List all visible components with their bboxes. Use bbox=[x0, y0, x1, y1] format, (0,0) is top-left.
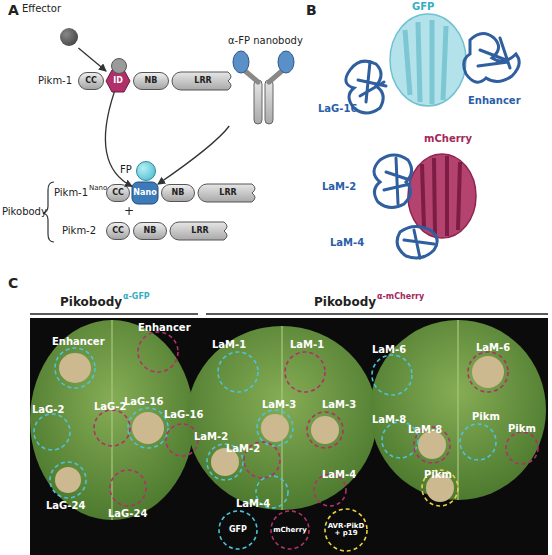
text-label: GFP bbox=[412, 2, 434, 12]
text-label: LaM-4 bbox=[236, 499, 270, 509]
infiltration-circle bbox=[34, 332, 538, 551]
domain-box: NB bbox=[133, 222, 167, 240]
fluorescent-protein: FP bbox=[120, 160, 162, 180]
text-label: Enhancer bbox=[138, 323, 191, 333]
text-label: Enhancer bbox=[468, 96, 521, 106]
node-label: NB bbox=[144, 227, 157, 235]
text-label: LaM-4 bbox=[330, 238, 364, 248]
node-label: CC bbox=[112, 189, 124, 197]
text-label: LaG-2 bbox=[94, 402, 126, 412]
domain-box: CC bbox=[106, 222, 130, 240]
domain-box: NB bbox=[161, 184, 195, 202]
text-label: Enhancer bbox=[52, 337, 105, 347]
domain-box: CC bbox=[106, 184, 130, 202]
lrr-domain: LRR bbox=[172, 72, 234, 90]
text-label: Pikm-2 bbox=[62, 226, 96, 236]
node-label: CC bbox=[112, 227, 124, 235]
text-label: LaM-3 bbox=[322, 400, 356, 410]
text-label: Pikobody bbox=[2, 207, 47, 217]
lrr-domain: LRR bbox=[198, 184, 258, 202]
effector: Effector bbox=[22, 4, 82, 48]
node-label: ID bbox=[113, 77, 123, 85]
superscript: Nano bbox=[89, 185, 107, 192]
header-rule bbox=[206, 313, 548, 315]
text-label: LaG-16 bbox=[164, 410, 203, 420]
domain-box: NB bbox=[133, 72, 169, 90]
text-label: LaM-2 bbox=[322, 182, 356, 192]
photo-background bbox=[30, 318, 548, 555]
text-label: Pikm-1 bbox=[54, 188, 88, 198]
panel-letter: A bbox=[8, 3, 19, 17]
nanobody: α-FP nanobody bbox=[228, 36, 298, 126]
text-label: + bbox=[124, 205, 134, 217]
text-label: LaM-1 bbox=[290, 340, 324, 350]
panel-letter: B bbox=[306, 3, 317, 17]
text-label: LaM-3 bbox=[262, 400, 296, 410]
text-label: LaM-8 bbox=[372, 415, 406, 425]
node-label: Effector bbox=[22, 4, 82, 14]
cell-death-patch bbox=[55, 353, 504, 502]
legend-text: GFP bbox=[220, 526, 256, 534]
text-label: LaG-24 bbox=[108, 509, 147, 519]
connector-arrow bbox=[158, 126, 229, 184]
text-label: LaM-1 bbox=[212, 340, 246, 350]
text-label: LaM-6 bbox=[372, 345, 406, 355]
node-label: Nano bbox=[133, 189, 156, 197]
text-label: Pikm bbox=[424, 470, 452, 480]
fp-circle bbox=[136, 161, 156, 181]
text-label: mCherry bbox=[424, 134, 472, 144]
text-label: LaG-2 bbox=[32, 405, 64, 415]
text-label: Pikm bbox=[508, 424, 536, 434]
text-label: Pikobody bbox=[314, 296, 376, 308]
nanobody-structure bbox=[374, 155, 437, 258]
leaf bbox=[30, 320, 546, 520]
connector-arrow bbox=[105, 92, 132, 186]
superscript: α-GFP bbox=[123, 293, 150, 301]
text-label: Pikm-1 bbox=[38, 76, 72, 86]
text-label: LaG-16 bbox=[124, 397, 163, 407]
text-label: LaM-6 bbox=[476, 343, 510, 353]
text-label: LaM-4 bbox=[322, 470, 356, 480]
text-label: LaM-2 bbox=[226, 444, 260, 454]
node-label: LRR bbox=[191, 227, 208, 235]
node-label: CC bbox=[85, 77, 97, 85]
node-label: NB bbox=[145, 77, 158, 85]
panel-letter: C bbox=[8, 276, 18, 290]
id-domain: ID bbox=[106, 70, 130, 92]
text-label: Pikobody bbox=[60, 296, 122, 308]
text-label: Pikm bbox=[472, 412, 500, 422]
node-label: LRR bbox=[194, 77, 211, 85]
effector-circle bbox=[60, 28, 78, 46]
connector-arrow bbox=[78, 48, 106, 71]
legend-text: AVR-PikD + p19 bbox=[327, 523, 365, 537]
node-label: NB bbox=[172, 189, 185, 197]
gfp-structure bbox=[390, 14, 466, 106]
bound-effector bbox=[111, 58, 127, 74]
node-label: FP bbox=[120, 165, 132, 175]
node-label: α-FP nanobody bbox=[228, 36, 298, 46]
domain-box: CC bbox=[78, 72, 104, 90]
antibody-shape bbox=[228, 50, 298, 126]
text-label: LaM-2 bbox=[194, 432, 228, 442]
superscript: α-mCherry bbox=[377, 293, 424, 301]
text-label: LaM-8 bbox=[408, 425, 442, 435]
text-label: LaG-24 bbox=[46, 501, 85, 511]
nanobody-domain: Nano bbox=[132, 182, 158, 204]
text-label: LaG-16 bbox=[318, 104, 357, 114]
header-rule bbox=[30, 313, 198, 315]
lrr-domain: LRR bbox=[170, 222, 230, 240]
node-label: LRR bbox=[219, 189, 236, 197]
legend-text: mCherry bbox=[272, 527, 308, 534]
